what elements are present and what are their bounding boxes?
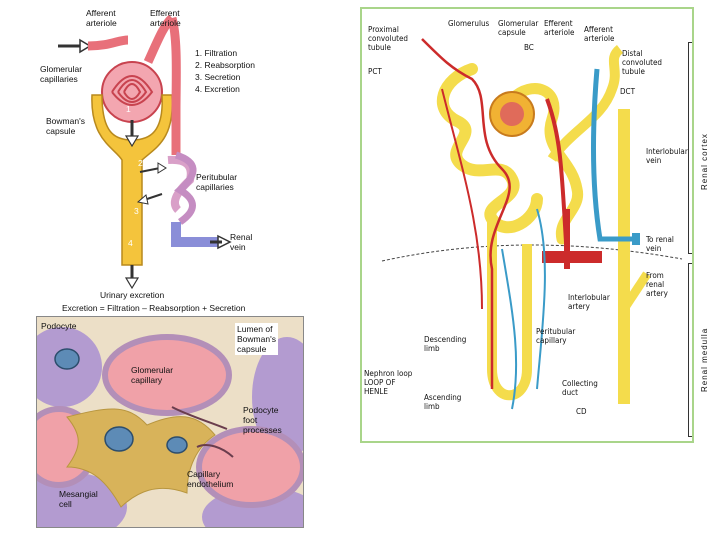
pct-abbr: PCT [368,67,382,76]
glomerular-capsule-label: Glomerular capsule [498,19,539,37]
marker-3: 3 [134,206,139,216]
renal-medulla-label: Renal medulla [700,327,709,392]
peritubular-capillary-label: Peritubular capillary [536,327,576,345]
interlobular-artery-label: Interlobular artery [568,293,610,311]
nephron-anatomy-graphic [381,38,683,410]
excretion-equation: Excretion = Filtration – Reabsorption + … [62,303,246,313]
podocyte-foot-label: Podocyte foot processes [243,405,282,435]
lumen-label: Lumen of Bowman's capsule [235,323,278,355]
descending-limb-label: Descending limb [424,335,467,353]
nephron-process-graphic [58,14,232,290]
bowmans-capsule-label: Bowman's capsule [46,116,85,136]
step-item: 3. Secretion [195,72,241,82]
nephron-process-diagram: Afferent arteriole Efferent arteriole Gl… [40,0,340,315]
mesangial-cell-label: Mesangial cell [59,489,98,509]
renal-cortex-label: Renal cortex [700,133,709,190]
glomerulus-label: Glomerulus [448,19,490,28]
interlobular-vein-label: Interlobular vein [646,147,688,165]
ascending-limb-label: Ascending limb [424,393,462,411]
afferent-arteriole-label: Afferent arteriole [86,8,117,28]
glomerular-capillaries-label: Glomerular capillaries [40,64,83,84]
medulla-bracket [688,263,692,437]
renal-vein-label: Renal vein [230,232,253,252]
afferent-arteriole-label: Afferent arteriole [584,25,615,43]
marker-4: 4 [128,238,133,248]
efferent-arteriole-label: Efferent arteriole [150,8,181,28]
process-steps-list: 1. Filtration 2. Reabsorption 3. Secreti… [195,48,255,94]
cd-label: CD [576,407,587,416]
efferent-arteriole-label: Efferent arteriole [544,19,575,37]
glomerular-capillary-label: Glomerular capillary [131,365,174,385]
cortex-bracket [688,42,692,254]
collecting-duct-label: Collecting duct [562,379,598,397]
pct-label: Proximal convoluted tubule [368,25,408,52]
to-renal-vein-label: To renal vein [646,235,674,253]
step-item: 1. Filtration [195,48,238,58]
peritubular-capillaries-label: Peritubular capillaries [196,172,238,192]
step-item: 4. Excretion [195,84,240,94]
capillary-endothelium-label: Capillary endothelium [187,469,234,489]
urinary-excretion-label: Urinary excretion [100,290,165,300]
from-renal-artery-label: From renal artery [646,271,668,298]
dct-label: Distal convoluted tubule [622,49,662,76]
nephron-anatomy-diagram: Proximal convoluted tubule PCT Glomerulu… [360,7,694,443]
step-item: 2. Reabsorption [195,60,256,70]
bc-label: BC [524,43,534,52]
glomerulus-micro-diagram: Podocyte Lumen of Bowman's capsule Glome… [36,316,304,528]
marker-2: 2 [138,158,143,168]
marker-1: 1 [126,104,131,114]
nephron-loop-label: Nephron loop LOOP OF HENLE [364,369,413,396]
podocyte-label: Podocyte [41,321,77,331]
dct-abbr: DCT [620,87,635,96]
